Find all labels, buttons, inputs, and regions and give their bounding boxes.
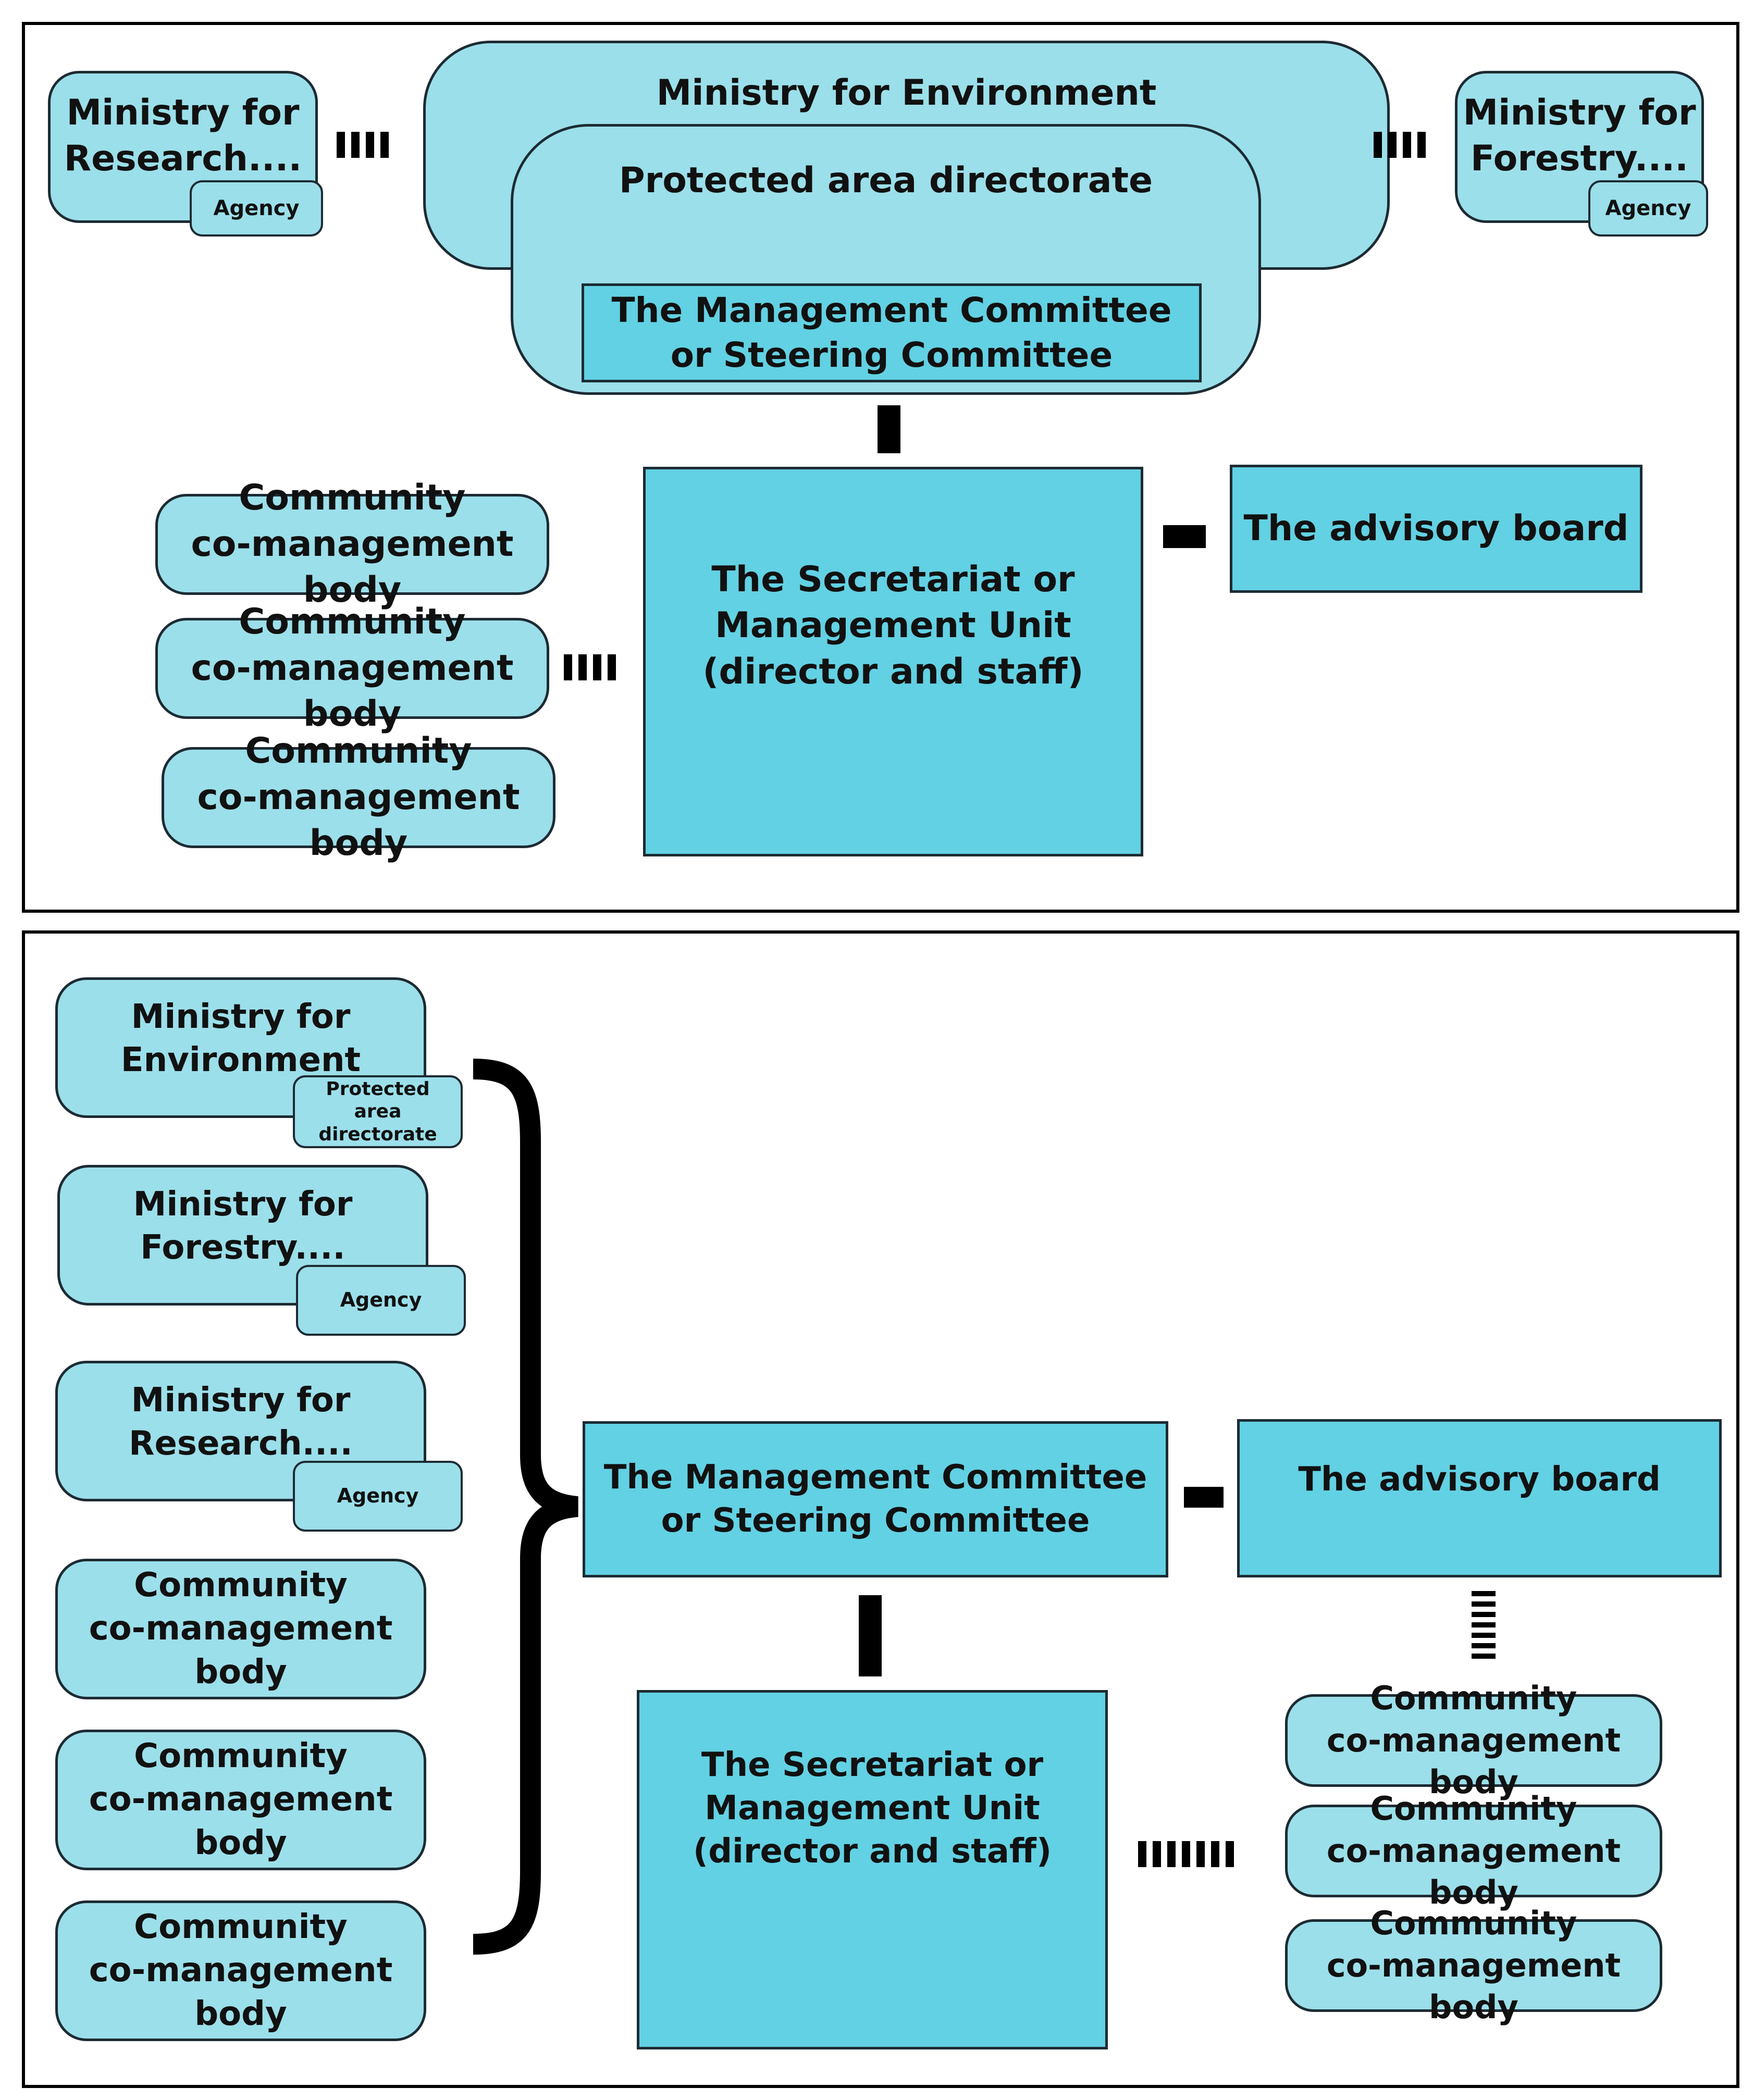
bottom-protected-area-tag: Protected area directorate: [293, 1075, 463, 1148]
top-research-agency-label: Agency: [213, 196, 300, 220]
bottom-management-committee-label: The Management Committee or Steering Com…: [603, 1458, 1147, 1540]
bottom-left-community-body-1-label: Community co-management body: [89, 1566, 393, 1692]
top-advisory-board: The advisory board: [1230, 465, 1642, 593]
bottom-left-community-body-2: Community co-management body: [55, 1730, 426, 1870]
bottom-left-community-body-3: Community co-management body: [55, 1900, 426, 2041]
bottom-left-community-body-1: Community co-management body: [55, 1559, 426, 1699]
top-advisory-board-label: The advisory board: [1243, 507, 1629, 549]
bottom-right-community-body-3: Community co-management body: [1285, 1904, 1662, 2026]
bottom-management-committee: The Management Committee or Steering Com…: [583, 1421, 1168, 1577]
bottom-right-community-body-2-label: Community co-management body: [1326, 1790, 1621, 1912]
bottom-right-community-body-3-label: Community co-management body: [1326, 1904, 1621, 2027]
top-community-connector: [564, 654, 616, 680]
top-community-body-2: Community co-management body: [155, 601, 549, 735]
top-ministry-research-label: Ministry for Research....: [64, 92, 302, 180]
top-research-agency-tag: Agency: [190, 180, 323, 237]
top-secretariat-advisory-connector: [1163, 525, 1206, 548]
top-community-body-3-label: Community co-management body: [197, 730, 520, 864]
top-protected-area-label: Protected area directorate: [619, 160, 1153, 201]
top-community-body-3: Community co-management body: [162, 730, 555, 864]
top-community-body-2-label: Community co-management body: [191, 601, 514, 735]
top-secretariat-label: The Secretariat or Management Unit (dire…: [702, 559, 1084, 692]
grouping-brace-path: [473, 1059, 579, 1955]
bottom-advisory-board-label: The advisory board: [1298, 1460, 1661, 1499]
bottom-secretariat: The Secretariat or Management Unit (dire…: [637, 1690, 1108, 2049]
top-management-committee-label: The Management Committee or Steering Com…: [611, 290, 1172, 375]
top-community-body-1: Community co-management body: [155, 477, 549, 611]
top-forestry-agency-tag: Agency: [1588, 180, 1708, 237]
top-forestry-agency-label: Agency: [1605, 196, 1691, 220]
bottom-right-community-body-1-label: Community co-management body: [1326, 1679, 1621, 1801]
bottom-committee-secretariat-connector: [859, 1595, 882, 1676]
bottom-right-community-body-1: Community co-management body: [1285, 1679, 1662, 1801]
bottom-advisory-board: The advisory board: [1237, 1419, 1722, 1577]
bottom-forestry-agency-tag: Agency: [296, 1265, 466, 1336]
bottom-ministry-forestry-label: Ministry for Forestry....: [133, 1185, 353, 1268]
top-management-committee: The Management Committee or Steering Com…: [582, 283, 1202, 382]
bottom-secretariat-community-connector: [1138, 1841, 1234, 1867]
bottom-committee-advisory-connector: [1184, 1487, 1224, 1508]
top-forestry-connector: [1374, 132, 1426, 158]
top-ministry-forestry-label: Ministry for Forestry....: [1463, 92, 1696, 180]
bottom-ministry-research-label: Ministry for Research....: [129, 1381, 353, 1463]
top-ministry-environment-label: Ministry for Environment: [656, 72, 1157, 114]
bottom-left-community-body-3-label: Community co-management body: [89, 1908, 393, 2033]
bottom-research-agency-label: Agency: [337, 1484, 419, 1508]
bottom-research-agency-tag: Agency: [293, 1461, 463, 1532]
bottom-advisory-community-connector: [1472, 1591, 1496, 1659]
bottom-protected-area-tag-label: Protected area directorate: [318, 1078, 437, 1145]
top-panel: Ministry for Environment Protected area …: [22, 22, 1739, 913]
top-research-connector: [337, 132, 389, 158]
top-community-body-1-label: Community co-management body: [191, 477, 514, 611]
bottom-forestry-agency-label: Agency: [340, 1288, 422, 1312]
bottom-secretariat-label: The Secretariat or Management Unit (dire…: [693, 1746, 1052, 1871]
top-committee-secretariat-connector: [878, 405, 900, 453]
bottom-right-community-body-2: Community co-management body: [1285, 1790, 1662, 1911]
top-secretariat: The Secretariat or Management Unit (dire…: [643, 467, 1143, 856]
bottom-panel: Ministry for Environment Protected area …: [22, 930, 1739, 2088]
bottom-ministry-environment-label: Ministry for Environment: [120, 998, 361, 1080]
bottom-left-community-body-2-label: Community co-management body: [89, 1737, 393, 1862]
grouping-brace: [473, 1059, 579, 1955]
